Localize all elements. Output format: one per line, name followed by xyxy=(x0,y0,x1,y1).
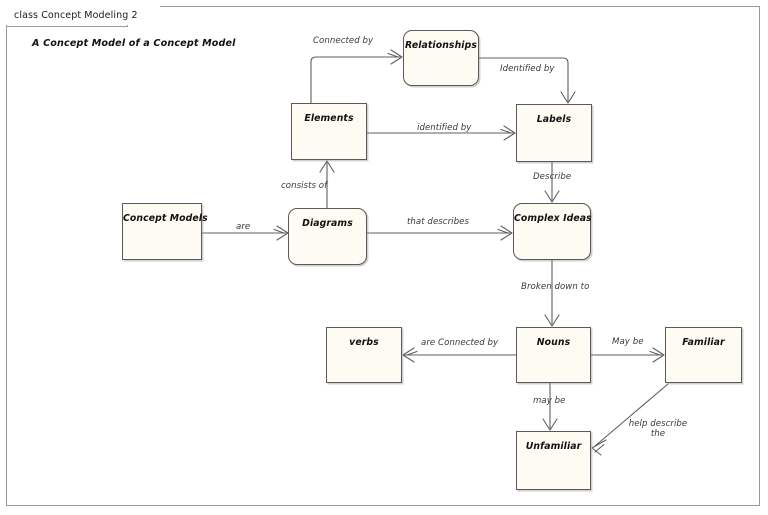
node-relationships[interactable]: Relationships xyxy=(403,30,479,86)
edge-complex-ideas-broken-down-to-nouns xyxy=(544,259,560,327)
node-unfamiliar[interactable]: Unfamiliar xyxy=(516,431,591,490)
edge-elements-connected-by-relationships xyxy=(310,49,403,104)
node-diagrams[interactable]: Diagrams xyxy=(288,208,367,265)
node-label-nouns: Nouns xyxy=(536,337,571,348)
edge-familiar-help-describe-the-unfamiliar xyxy=(591,383,669,456)
node-familiar[interactable]: Familiar xyxy=(665,327,742,383)
edge-nouns-may-be-unfamiliar xyxy=(542,382,558,431)
node-nouns[interactable]: Nouns xyxy=(516,327,591,383)
node-elements[interactable]: Elements xyxy=(291,103,367,160)
edge-nouns-may-be-familiar xyxy=(590,347,665,363)
edge-label-consists-of: consists of xyxy=(281,181,328,191)
edge-label-help-describe-the: help describe the xyxy=(628,419,688,439)
edge-label-identified-by-2: identified by xyxy=(417,123,472,133)
node-label-concept-models: Concept Models xyxy=(123,213,208,224)
node-label-relationships: Relationships xyxy=(405,40,477,51)
frame-title-label: class Concept Modeling 2 xyxy=(14,10,138,21)
node-labels[interactable]: Labels xyxy=(516,104,592,162)
edge-label-connected-by: Connected by xyxy=(313,36,374,46)
node-label-elements: Elements xyxy=(304,113,354,124)
edge-label-describe: Describe xyxy=(533,172,572,182)
node-verbs[interactable]: verbs xyxy=(326,327,402,383)
edge-diagrams-that-describes-complex-ideas xyxy=(366,225,513,241)
edge-nouns-are-connected-by-verbs xyxy=(402,347,517,363)
diagram-caption: A Concept Model of a Concept Model xyxy=(32,38,236,49)
edge-labels-describe-complex-ideas xyxy=(544,161,560,203)
frame-title-tab: class Concept Modeling 2 xyxy=(6,6,160,25)
edge-label-are-connected-by: are Connected by xyxy=(421,338,499,348)
node-label-labels: Labels xyxy=(536,114,572,125)
node-label-verbs: verbs xyxy=(349,337,379,348)
edge-elements-identified-by-labels xyxy=(366,125,516,141)
node-concept-models[interactable]: Concept Models xyxy=(122,203,208,260)
edge-label-may-be-familiar: May be xyxy=(612,337,644,347)
edge-relationships-identified-by-labels xyxy=(478,57,576,104)
edge-diagrams-consists-of-elements xyxy=(319,160,335,209)
node-label-unfamiliar: Unfamiliar xyxy=(525,441,582,452)
node-label-diagrams: Diagrams xyxy=(302,218,353,229)
node-label-complex-ideas: Complex Ideas xyxy=(514,213,592,224)
edge-label-may-be-unfamiliar: may be xyxy=(533,396,566,406)
node-label-familiar: Familiar xyxy=(682,337,725,348)
edge-label-broken-down-to: Broken down to xyxy=(521,282,590,292)
edge-label-that-describes: that describes xyxy=(407,217,469,227)
edge-label-are: are xyxy=(236,222,251,232)
node-complex-ideas[interactable]: Complex Ideas xyxy=(513,203,592,260)
edge-label-identified-by-1: Identified by xyxy=(500,64,555,74)
